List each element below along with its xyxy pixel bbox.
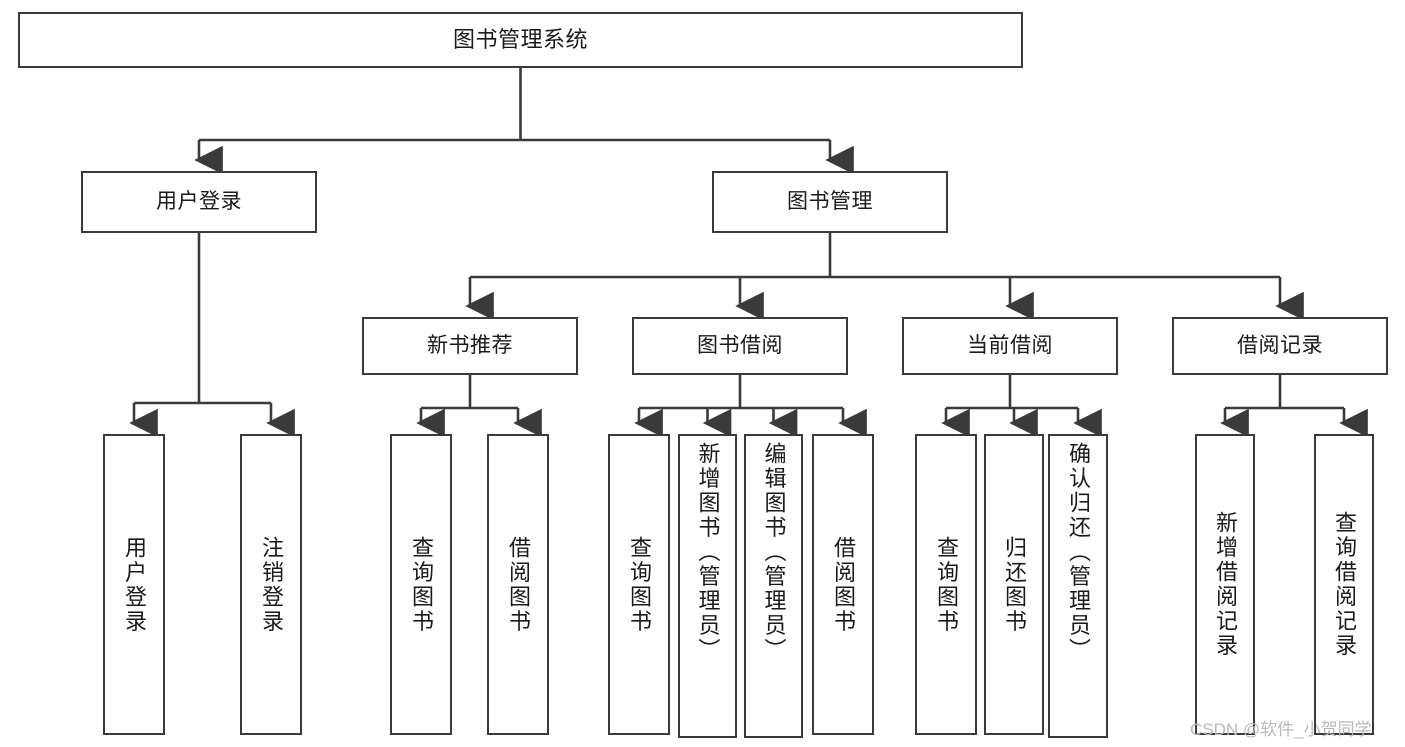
- leaf-query-book-1-label: 查询图书: [409, 535, 434, 634]
- node-borrow-record[interactable]: 借阅记录: [1172, 317, 1388, 375]
- node-book-management[interactable]: 图书管理: [712, 171, 948, 233]
- leaf-add-book-label: 新增图书（管理员）: [695, 442, 721, 663]
- leaf-add-record-label: 新增借阅记录: [1213, 511, 1238, 658]
- node-book-borrow-label: 图书借阅: [697, 333, 783, 357]
- leaf-query-record-label: 查询借阅记录: [1332, 511, 1357, 658]
- leaf-logout[interactable]: 注销登录: [240, 434, 302, 735]
- leaf-return-book[interactable]: 归还图书: [984, 434, 1044, 735]
- node-book-management-label: 图书管理: [787, 189, 873, 213]
- leaf-return-book-label: 归还图书: [1002, 535, 1027, 634]
- node-book-borrow[interactable]: 图书借阅: [632, 317, 848, 375]
- leaf-borrow-book-2-label: 借阅图书: [831, 535, 856, 634]
- node-root-label: 图书管理系统: [452, 27, 588, 53]
- leaf-user-login-label: 用户登录: [122, 535, 147, 634]
- leaf-query-book-2-label: 查询图书: [627, 535, 652, 634]
- node-new-book-recommend[interactable]: 新书推荐: [362, 317, 578, 375]
- leaf-borrow-book-1-label: 借阅图书: [506, 535, 531, 634]
- csdn-watermark: CSDN @软件_小贺同学: [1190, 720, 1372, 739]
- node-borrow-record-label: 借阅记录: [1237, 333, 1323, 357]
- leaf-add-record[interactable]: 新增借阅记录: [1195, 434, 1255, 735]
- leaf-query-book-2[interactable]: 查询图书: [608, 434, 670, 735]
- node-root[interactable]: 图书管理系统: [18, 12, 1023, 68]
- node-current-borrow[interactable]: 当前借阅: [902, 317, 1118, 375]
- leaf-user-login[interactable]: 用户登录: [103, 434, 165, 735]
- leaf-query-book-3[interactable]: 查询图书: [915, 434, 977, 735]
- node-new-book-recommend-label: 新书推荐: [427, 333, 513, 357]
- leaf-borrow-book-2[interactable]: 借阅图书: [812, 434, 874, 735]
- leaf-query-book-1[interactable]: 查询图书: [390, 434, 452, 735]
- leaf-edit-book[interactable]: 编辑图书（管理员）: [744, 434, 803, 738]
- leaf-borrow-book-1[interactable]: 借阅图书: [487, 434, 549, 735]
- leaf-confirm-return-label: 确认归还（管理员）: [1066, 442, 1091, 663]
- leaf-add-book[interactable]: 新增图书（管理员）: [678, 434, 737, 738]
- leaf-query-book-3-label: 查询图书: [934, 535, 959, 634]
- leaf-edit-book-label: 编辑图书（管理员）: [761, 442, 787, 663]
- leaf-logout-label: 注销登录: [259, 535, 284, 634]
- node-user-login-label: 用户登录: [156, 189, 242, 213]
- leaf-confirm-return[interactable]: 确认归还（管理员）: [1048, 434, 1108, 738]
- node-user-login[interactable]: 用户登录: [81, 171, 317, 233]
- node-current-borrow-label: 当前借阅: [967, 333, 1053, 357]
- leaf-query-record[interactable]: 查询借阅记录: [1314, 434, 1374, 735]
